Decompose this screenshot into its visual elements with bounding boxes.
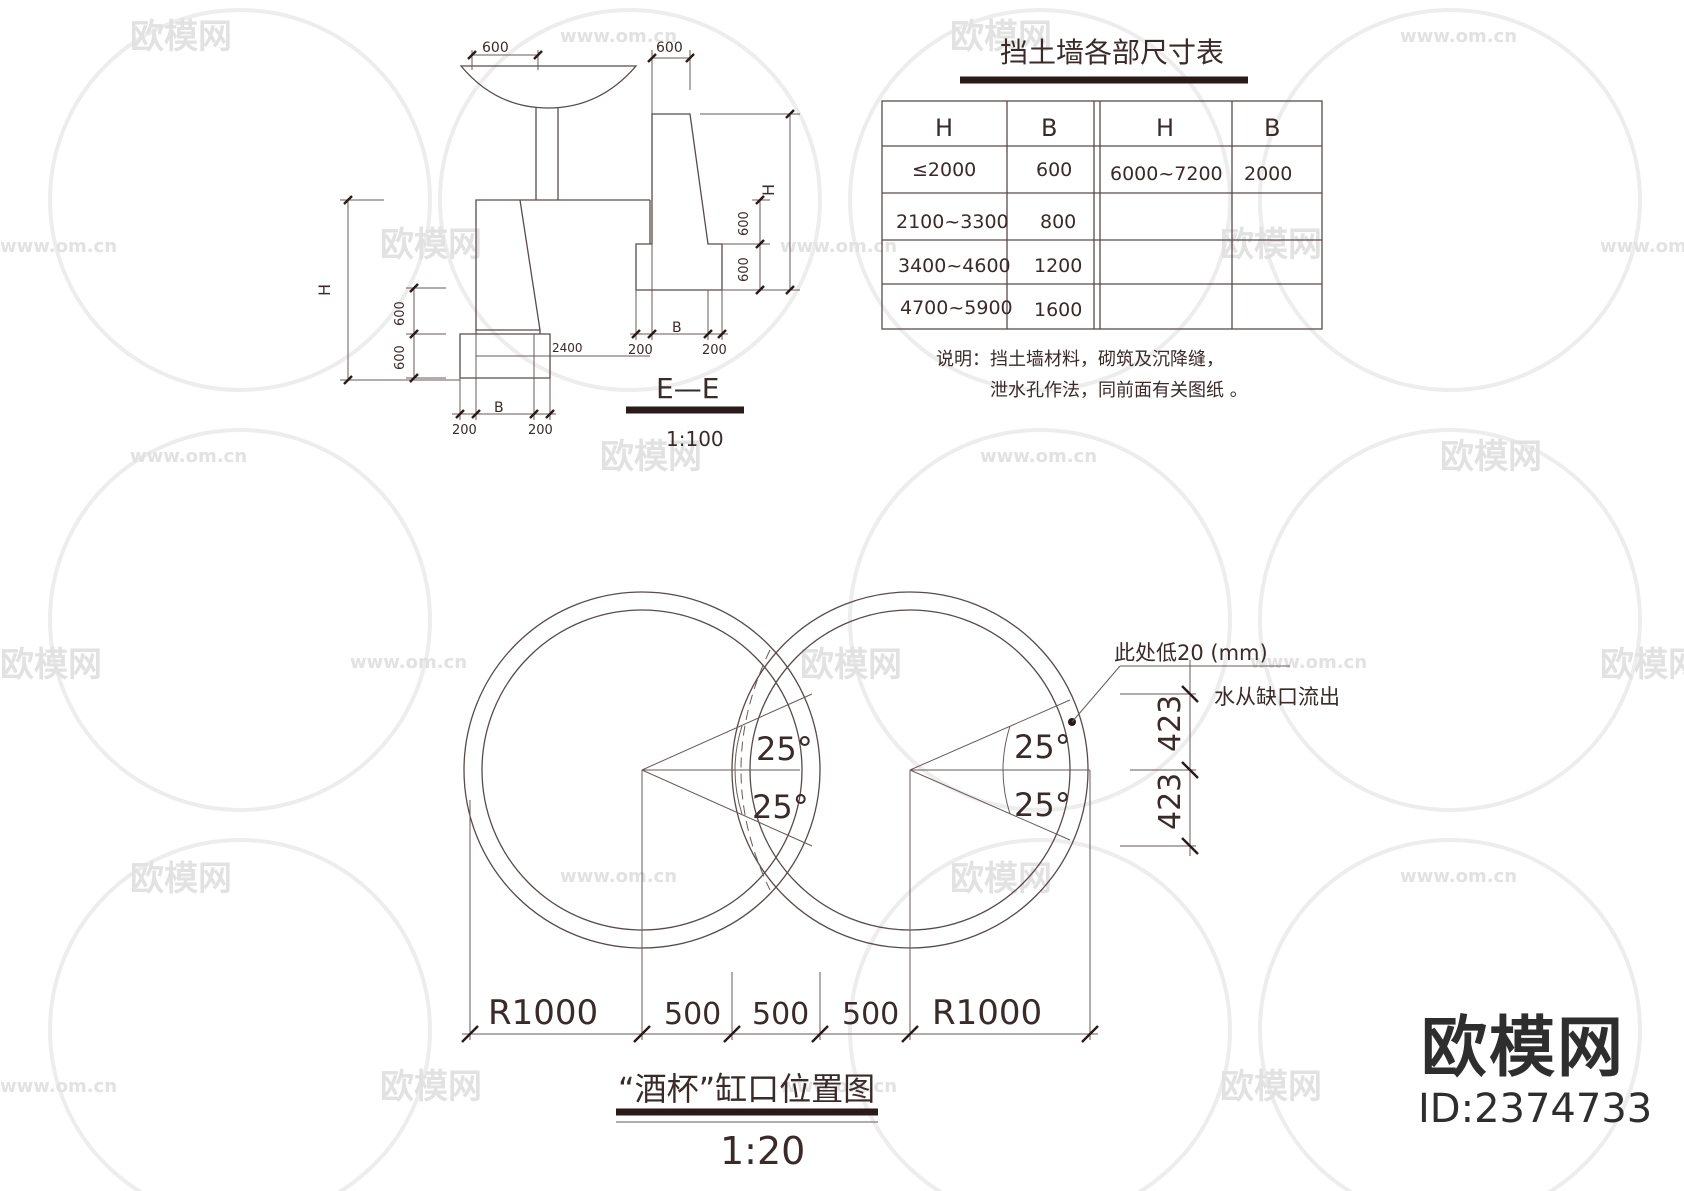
elevation-scale: 1:100 [666,427,724,451]
dim-label: 500 [752,997,809,1032]
watermark-name: 欧模网 [1440,437,1542,477]
section-profile [635,113,723,291]
dim-label: 200 [528,423,553,438]
angle-label: 25° [752,788,809,826]
dim-label: 423 [1153,695,1188,752]
plan-scale: 1:20 [720,1129,805,1173]
watermark-site: www.om.cn [1400,26,1517,47]
brand-watermark: 欧模网 ID:2374733 [1418,1009,1653,1133]
watermark-site: www.om.cn [1250,652,1367,673]
watermark-name: 欧模网 [380,225,482,265]
retaining-wall-elevation: 600 600 H 600 600 [315,40,800,451]
table-title: 挡土墙各部尺寸表 [1000,36,1224,69]
dim-label: H [315,284,334,296]
watermark-site: www.om.cn [980,446,1097,467]
table-cell: 600 [1036,159,1072,181]
dim-label: 600 [482,40,509,56]
dim-label: 423 [1153,773,1188,830]
table-cell: 4700~5900 [900,297,1013,319]
angle-label: 25° [1014,728,1071,766]
dim-label: 200 [628,343,653,358]
table-header: H [935,114,953,142]
watermark-name: 欧模网 [950,17,1052,57]
watermark-name: 欧模网 [1600,645,1684,685]
overlap-dashed-arc [740,649,771,891]
table-cell: 1200 [1034,255,1082,277]
brand-id: ID:2374733 [1418,1086,1653,1132]
table-cell: 2000 [1244,163,1292,185]
table-note-line1: 说明：挡土墙材料，砌筑及沉降缝， [936,349,1224,370]
watermark-site: www.om.cn [130,446,247,467]
watermark-site: www.om.cn [780,236,897,257]
dimension-table: 挡土墙各部尺寸表 H B H B ≤2000 600 6000~7200 200… [881,36,1323,401]
brand-name: 欧模网 [1421,1009,1625,1086]
watermark-name: 欧模网 [0,645,102,685]
watermark-layer: 欧模网 www.om.cn 欧模网 www.om.cn www.om.cn 欧模… [0,8,1684,1191]
table-note-line2: 泄水孔作法，同前面有关图纸 。 [990,380,1248,401]
table-header: H [1156,114,1174,142]
watermark-name: 欧模网 [130,859,232,899]
table-cell: 1600 [1034,299,1082,321]
dim-label: 500 [664,997,721,1032]
angle-label: 25° [756,730,813,768]
dim-label: 600 [656,40,683,56]
dim-label: B [494,400,504,416]
watermark-site: www.om.cn [560,26,677,47]
watermark-name: 欧模网 [130,17,232,57]
dim-label: B [672,320,682,336]
watermark-name: 欧模网 [950,859,1052,899]
table-header: B [1041,114,1057,142]
watermark-name: 欧模网 [1220,225,1322,265]
angle-label: 25° [1014,786,1071,824]
dim-label: 600 [393,345,408,370]
dim-label: 200 [452,423,477,438]
watermark-site: www.om.cn [1400,866,1517,887]
plan-note-flow: 水从缺口流出 [1214,685,1340,709]
table-header: B [1264,114,1280,142]
plan-title: “酒杯”缸口位置图 [618,1070,875,1108]
dim-label: 600 [737,257,752,282]
plan-note-low: 此处低20 (mm) [1114,641,1268,665]
watermark-site: www.om.cn [780,1076,897,1097]
wall-body-left [475,199,541,331]
watermark-site: www.om.cn [0,236,117,257]
dim-label: H [759,184,778,196]
cup-bowl-outline [459,65,638,109]
table-cell: 3400~4600 [898,255,1011,277]
dim-label: 2400 [552,341,583,355]
table-cell: 6000~7200 [1110,163,1223,185]
table-cell: ≤2000 [912,159,976,181]
watermark-site: www.om.cn [350,652,467,673]
cup-opening-plan: 25° 25° 25° 25° 此处低20 (mm) 水从缺口流出 423 42… [461,591,1340,1173]
watermark-site: www.om.cn [560,866,677,887]
watermark-site: www.om.cn [1600,236,1684,257]
watermark-name: 欧模网 [800,645,902,685]
dim-label: 600 [393,301,408,326]
watermark-name: 欧模网 [600,437,702,477]
section-label: E—E [656,372,719,405]
watermark-site: www.om.cn [0,1076,117,1097]
watermark-name: 欧模网 [380,1067,482,1107]
watermark-name: 欧模网 [1220,1067,1322,1107]
dim-label: 500 [842,997,899,1032]
table-cell: 800 [1040,211,1076,233]
table-cell: 2100~3300 [896,211,1009,233]
dim-label: 600 [737,211,752,236]
dim-label: 200 [702,343,727,358]
dim-label: R1000 [488,993,598,1033]
dim-label: R1000 [932,993,1042,1033]
